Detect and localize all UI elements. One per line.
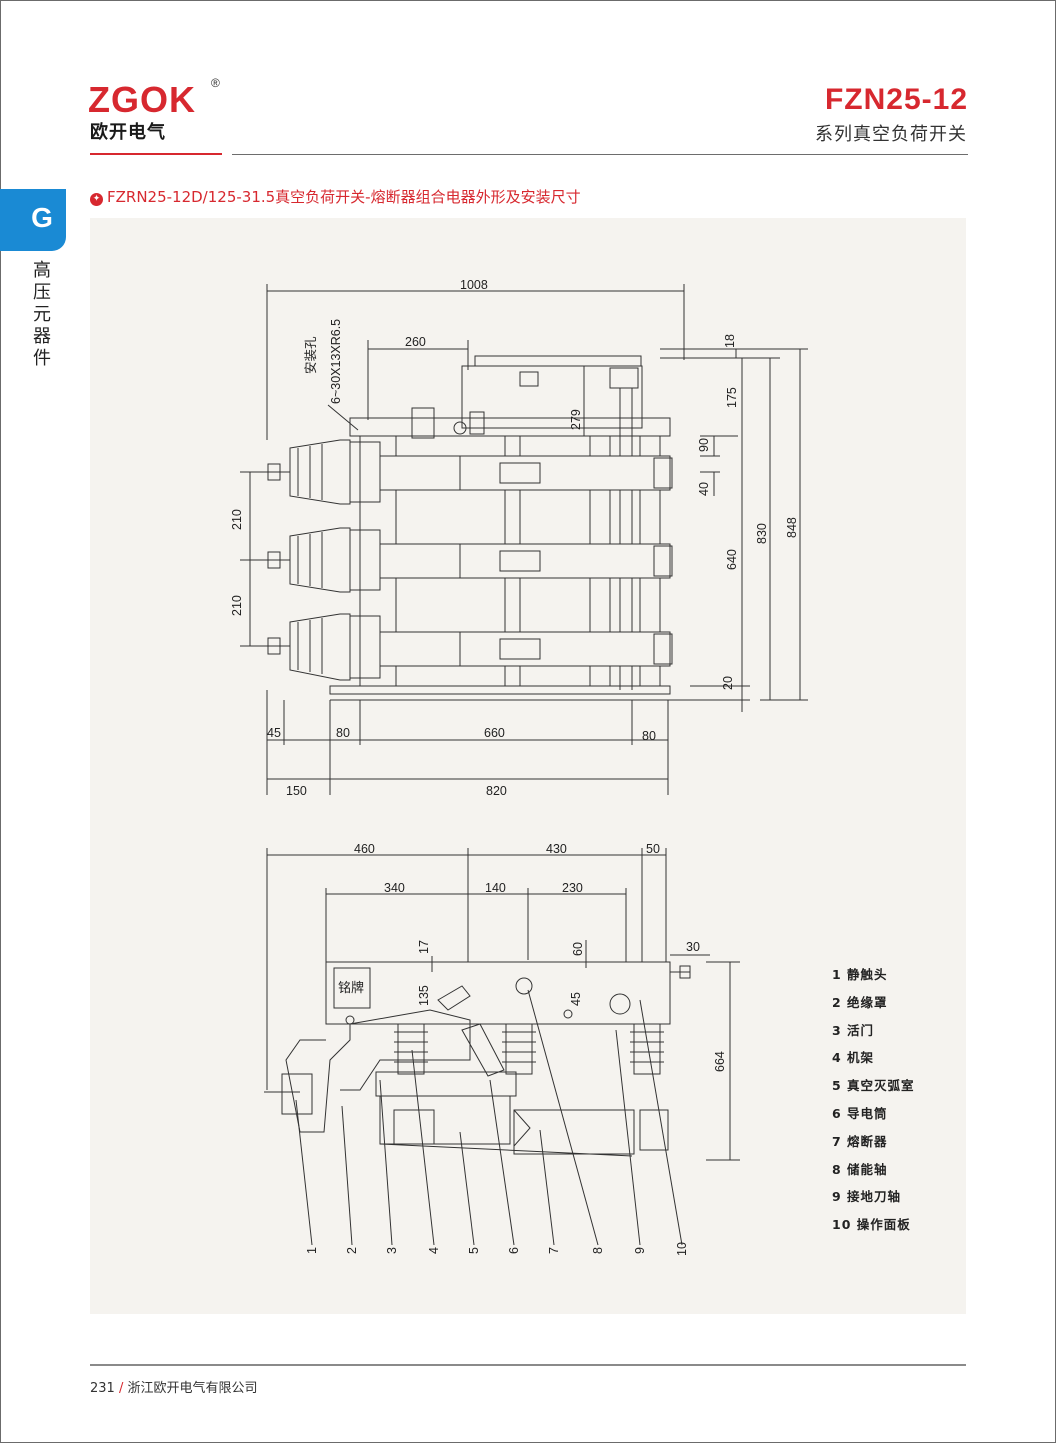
dim-820: 820 [486, 784, 507, 798]
header-divider [232, 154, 968, 155]
dim-50: 50 [646, 842, 660, 856]
logo-underline [90, 153, 222, 155]
callout-7: 7 [547, 1247, 561, 1254]
dim-830: 830 [755, 523, 769, 544]
category-label: 高压元器件 [33, 260, 51, 369]
dim-40: 40 [697, 482, 711, 496]
dim-664: 664 [713, 1051, 727, 1072]
dim-279: 279 [569, 409, 583, 430]
legend-item: 2 绝缘罩 [832, 994, 888, 1010]
legend-item: 5 真空灭弧室 [832, 1078, 915, 1094]
dim-175: 175 [725, 387, 739, 408]
company-name: 浙江欧开电气有限公司 [127, 1381, 258, 1396]
star-bullet-icon: ✦ [90, 193, 103, 206]
dim-660: 660 [484, 726, 505, 740]
product-subtitle: 系列真空负荷开关 [815, 124, 967, 145]
dim-140: 140 [485, 881, 506, 895]
mount-hole-spec: 6~30X13XR6.5 [329, 319, 343, 404]
dim-80-left: 80 [336, 726, 350, 740]
callout-2: 2 [345, 1247, 359, 1254]
drawing-panel [90, 218, 966, 1314]
nameplate-label: 铭牌 [338, 980, 364, 995]
callout-5: 5 [467, 1247, 481, 1254]
parts-legend: 1 静触头 2 绝缘罩 3 活门 4 机架 5 真空灭弧室 6 导电筒 7 熔断… [832, 964, 915, 1242]
legend-item: 4 机架 [832, 1050, 875, 1066]
legend-item: 7 熔断器 [832, 1133, 888, 1149]
legend-item: 6 导电筒 [832, 1105, 888, 1121]
dim-80-right: 80 [642, 729, 656, 743]
callout-6: 6 [507, 1247, 521, 1254]
dim-45: 45 [267, 726, 281, 740]
page-number: 231 [90, 1381, 115, 1396]
dim-17: 17 [417, 940, 431, 954]
dim-848: 848 [785, 517, 799, 538]
brand-name-cn: 欧开电气 [90, 122, 166, 143]
product-model: FZN25-12 [824, 83, 968, 116]
dim-18: 18 [723, 334, 737, 348]
dim-430: 430 [546, 842, 567, 856]
dim-230: 230 [562, 881, 583, 895]
callout-8: 8 [591, 1247, 605, 1254]
category-tab: G [0, 189, 66, 251]
dim-640: 640 [725, 549, 739, 570]
dim-1008: 1008 [460, 278, 488, 292]
section-title-text: FZRN25-12D/125-31.5真空负荷开关-熔断器组合电器外形及安装尺寸 [107, 188, 581, 206]
legend-item: 10 操作面板 [832, 1217, 911, 1233]
category-letter: G [31, 202, 53, 233]
page-footer: 231 / 浙江欧开电气有限公司 [90, 1377, 258, 1396]
dim-460: 460 [354, 842, 375, 856]
dim-90: 90 [697, 438, 711, 452]
brand-logo: ZGOK [88, 79, 196, 120]
dim-260: 260 [405, 335, 426, 349]
legend-item: 1 静触头 [832, 967, 888, 982]
callout-1: 1 [305, 1247, 319, 1254]
dim-30: 30 [686, 940, 700, 954]
section-title: ✦ FZRN25-12D/125-31.5真空负荷开关-熔断器组合电器外形及安装尺… [90, 186, 581, 207]
legend-item: 3 活门 [832, 1022, 875, 1038]
dim-45-side: 45 [569, 992, 583, 1006]
dim-210-lower: 210 [230, 595, 244, 616]
dim-210-upper: 210 [230, 509, 244, 530]
callout-3: 3 [385, 1247, 399, 1254]
callout-10: 10 [675, 1242, 689, 1256]
legend-item: 9 接地刀轴 [832, 1189, 902, 1205]
callout-9: 9 [633, 1247, 647, 1254]
callout-4: 4 [427, 1247, 441, 1254]
dim-20: 20 [721, 676, 735, 690]
footer-separator: / [118, 1381, 124, 1396]
dim-340: 340 [384, 881, 405, 895]
dim-150: 150 [286, 784, 307, 798]
legend-item: 8 储能轴 [832, 1161, 888, 1177]
mount-hole-label: 安装孔 [303, 336, 318, 374]
dim-135: 135 [417, 985, 431, 1006]
registered-mark: ® [211, 76, 220, 90]
dim-60: 60 [571, 942, 585, 956]
footer-divider [90, 1364, 966, 1366]
